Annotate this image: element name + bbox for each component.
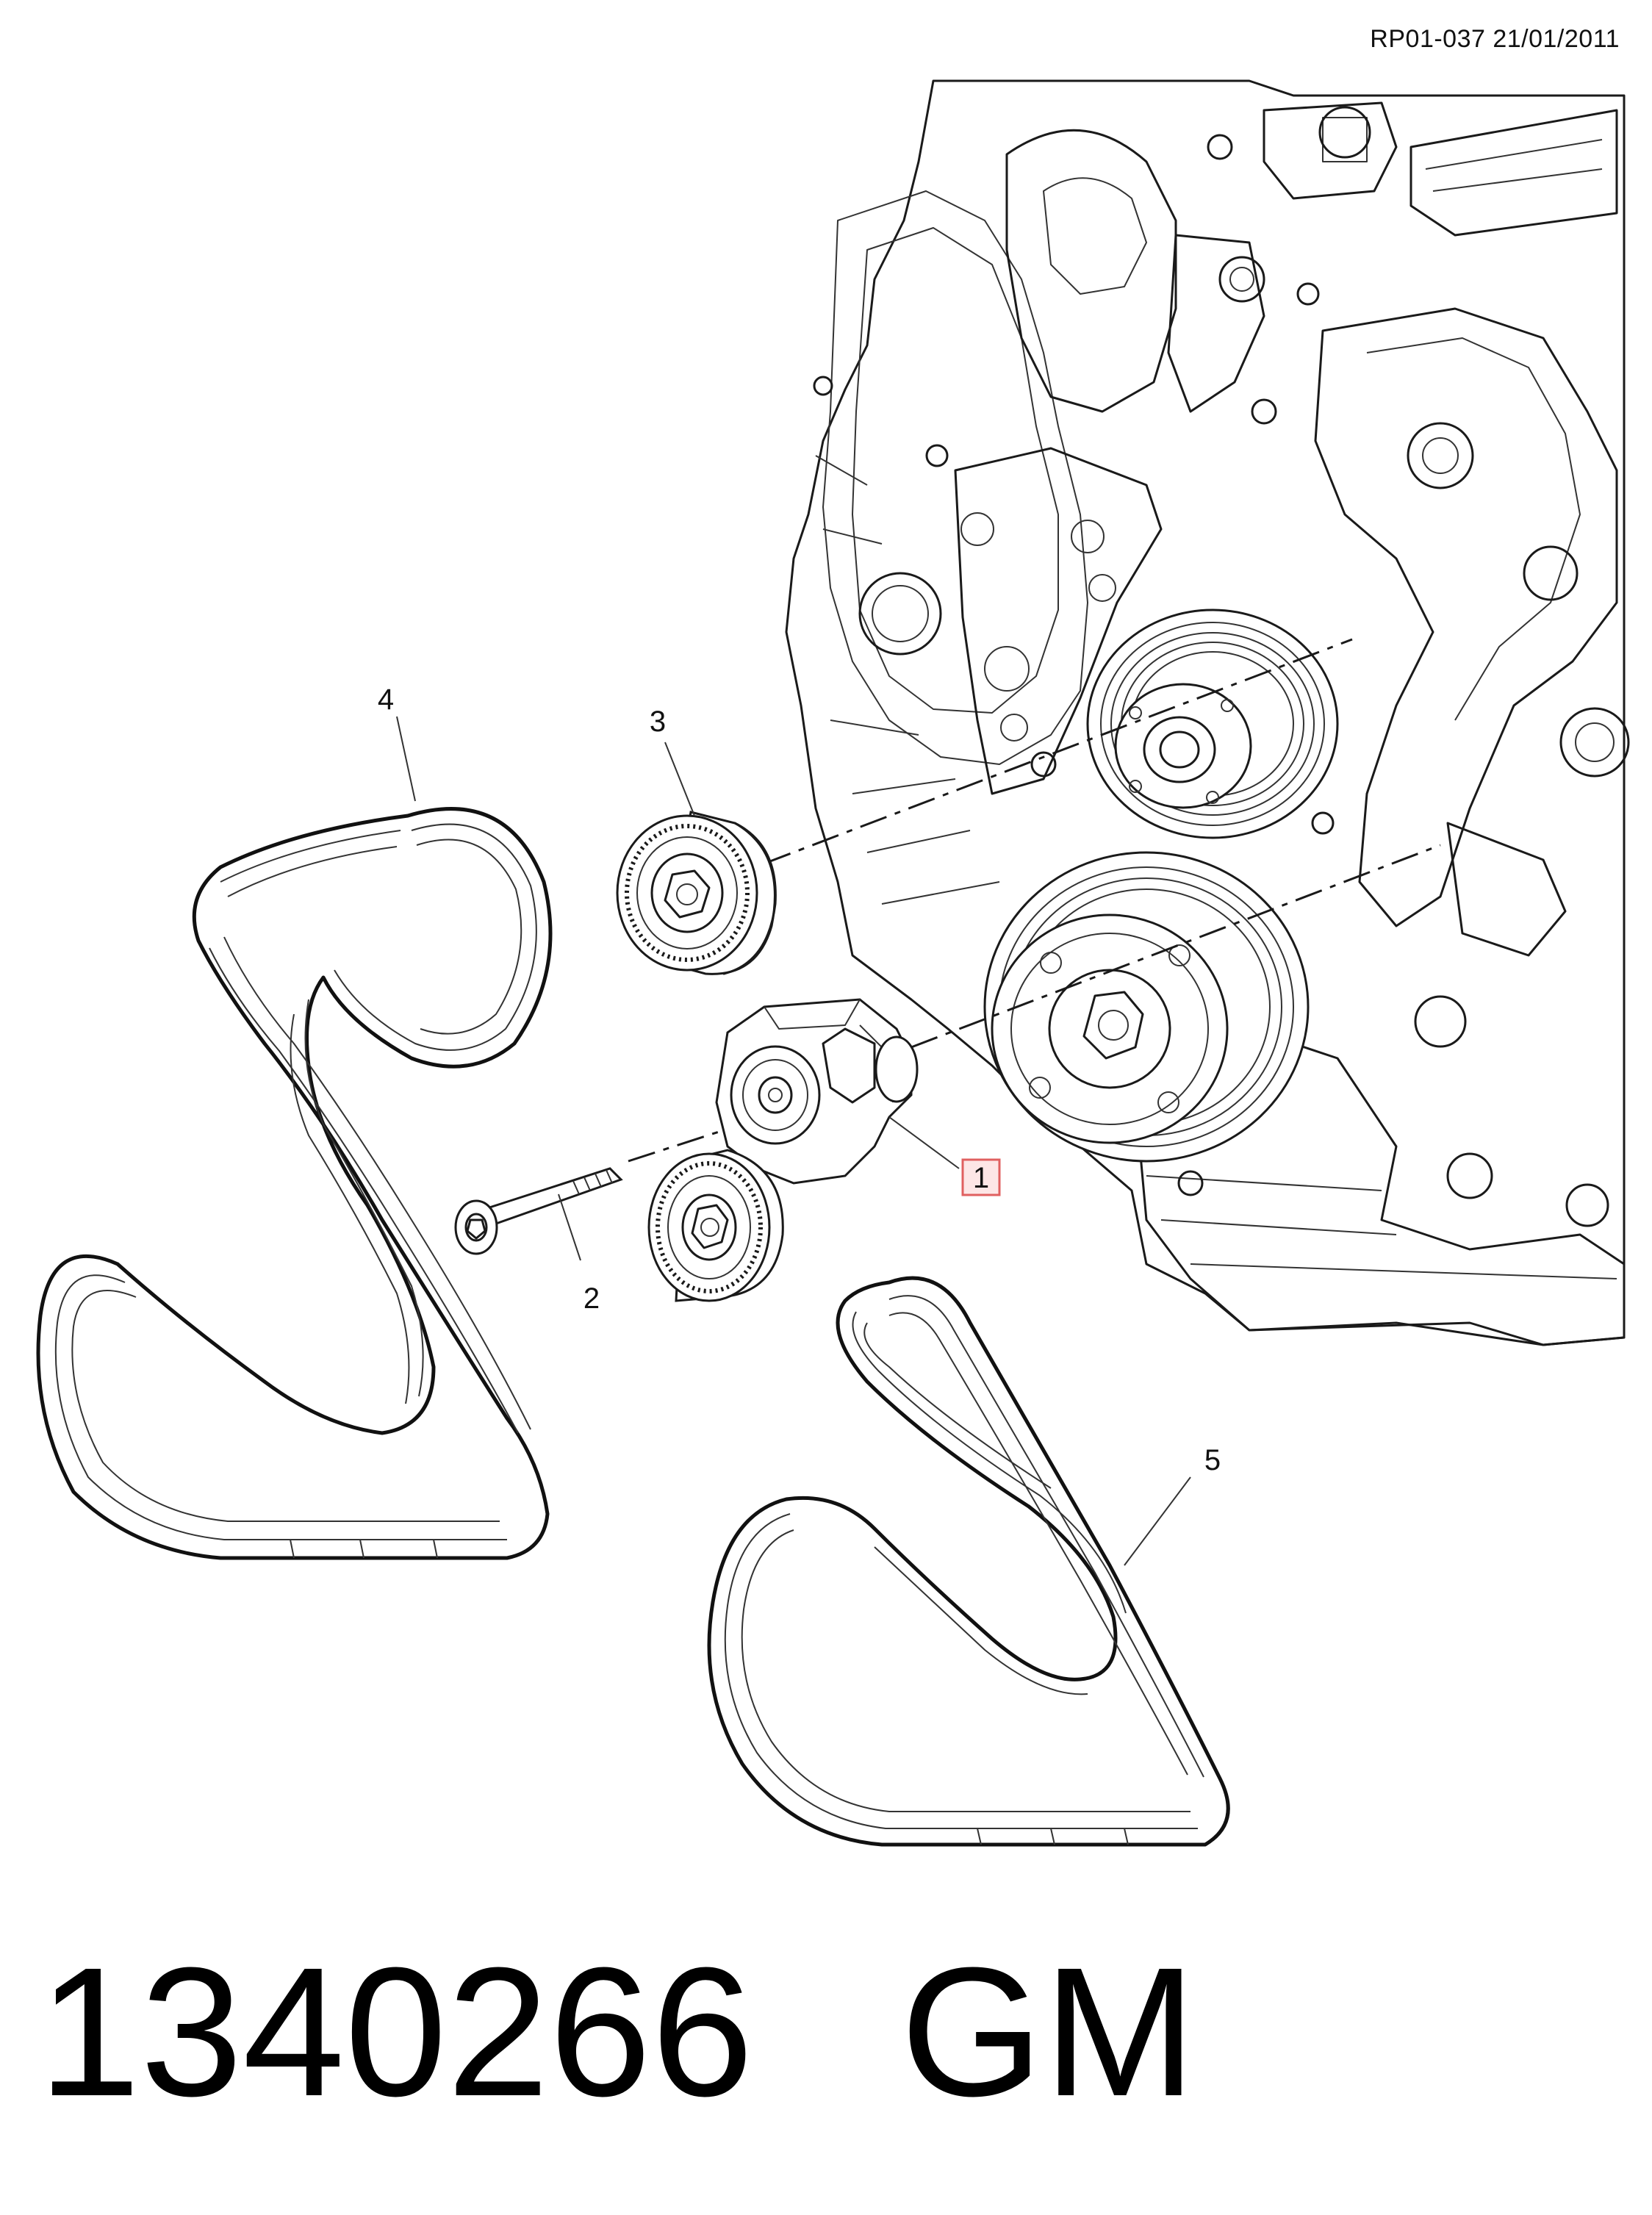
part-number: 1340266 xyxy=(38,1929,754,2134)
assembly-axis-idler xyxy=(764,638,1353,865)
callout-1-label[interactable]: 1 xyxy=(973,1162,989,1194)
callout-5-label[interactable]: 5 xyxy=(1204,1444,1221,1476)
belt-tensioner-part-1 xyxy=(647,998,919,1302)
engine-upper-pulley xyxy=(1086,609,1339,839)
exploded-parts-diagram: 1 2 3 4 5 xyxy=(36,79,1630,1847)
tensioner-bolt-part-2 xyxy=(454,1167,623,1255)
serpentine-belt-part-4 xyxy=(36,807,553,1560)
serpentine-belt-part-5 xyxy=(707,1276,1230,1847)
callout-1-highlight-box xyxy=(961,1158,1001,1196)
callout-3-label[interactable]: 3 xyxy=(650,706,666,738)
assembly-axis-tensioner xyxy=(911,844,1441,1049)
engine-crank-pulley xyxy=(983,851,1310,1163)
callout-4-label[interactable]: 4 xyxy=(378,683,394,716)
idler-pulley-part-3 xyxy=(616,811,777,975)
drawing-reference: RP01-037 21/01/2011 xyxy=(1370,25,1620,53)
brand-name: GM xyxy=(900,1929,1196,2134)
callout-2-label[interactable]: 2 xyxy=(583,1282,600,1315)
callout-leaders xyxy=(396,716,1191,1566)
engine-block-illustration xyxy=(785,79,1630,1346)
